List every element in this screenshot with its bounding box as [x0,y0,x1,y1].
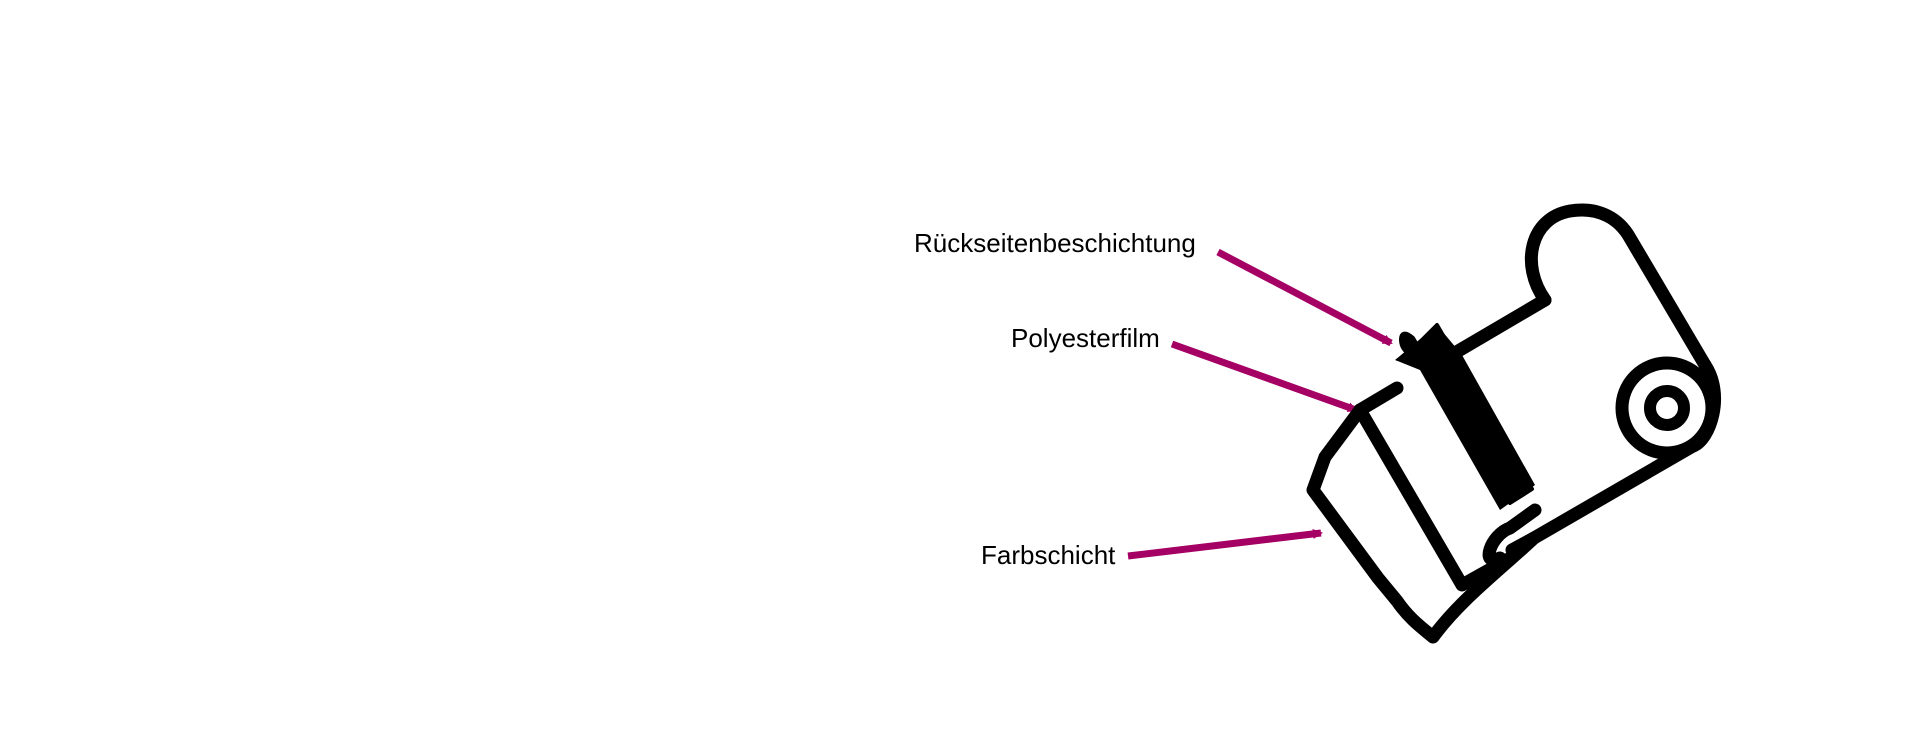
label-polyester-film: Polyesterfilm [1011,323,1160,353]
polyester-film-strip [1353,403,1519,592]
ribbon-film-top-edge-left [1353,381,1404,417]
label-ink-layer: Farbschicht [981,540,1116,570]
backside-coating-band-fill [1395,325,1535,510]
take-up-roll-core [1644,385,1690,431]
label-backside-coating: Rückseitenbeschichtung [914,228,1196,258]
ribbon-film-top-edge [1441,293,1552,364]
arrow-polyester-film [1170,340,1358,414]
upper-roll-outline [1524,203,1712,372]
take-up-roll-wrap [1686,358,1722,453]
arrow-backside-coating [1216,248,1393,347]
arrow-ink-layer [1127,528,1323,560]
thermal-transfer-ribbon-roll-icon [1306,203,1722,644]
